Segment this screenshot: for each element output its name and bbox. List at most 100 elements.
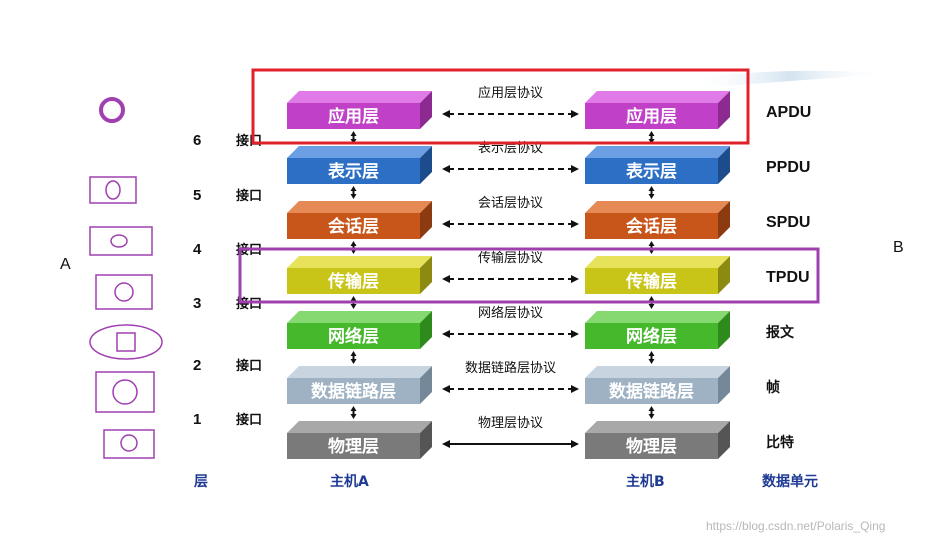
block-top-face xyxy=(585,91,730,103)
data-unit-label: SPDU xyxy=(766,214,810,231)
layer-name-label: 数据链路层 xyxy=(311,381,396,402)
block-top-face xyxy=(585,421,730,433)
pictogram-circle-icon xyxy=(114,282,134,302)
block-front-face xyxy=(287,158,420,184)
host-b-layer-block: 表示层 xyxy=(585,146,730,184)
host-b-layer-block: 数据链路层 xyxy=(585,366,730,404)
host-a-layer-block: 表示层 xyxy=(287,146,432,184)
block-side-face xyxy=(718,311,730,349)
layer-name-label: 物理层 xyxy=(626,436,677,457)
peer-protocol-arrow xyxy=(442,275,579,283)
host-a-layer-block: 会话层 xyxy=(287,201,432,239)
pictogram-ellipse-icon xyxy=(89,324,163,360)
block-front-face xyxy=(585,103,718,129)
block-top-face xyxy=(287,201,432,213)
block-side-face xyxy=(420,366,432,404)
protocol-label: 传输层协议 xyxy=(478,250,543,266)
pictogram-frame-icon xyxy=(89,226,153,256)
pictogram-frame-icon xyxy=(95,371,155,413)
block-front-face xyxy=(287,268,420,294)
layer-name-label: 传输层 xyxy=(327,271,379,292)
footer-host-a-label: 主机A xyxy=(330,473,369,490)
block-front-face xyxy=(585,378,718,404)
layer-name-label: 会话层 xyxy=(626,216,677,237)
host-a-layer-block: 应用层 xyxy=(287,91,432,129)
protocol-label: 会话层协议 xyxy=(478,196,543,211)
footer-layer-label: 层 xyxy=(194,474,208,490)
interface-label: 接口 xyxy=(236,296,262,312)
transport-layer-highlight xyxy=(238,247,820,304)
interface-number: 2 xyxy=(193,357,201,374)
block-front-face xyxy=(287,103,420,129)
layer-stacks: 应用层应用层应用层协议APDU表示层表示层表示层协议PPDU会话层会话层会话层协… xyxy=(287,85,811,459)
block-side-face xyxy=(420,201,432,239)
interface-number: 1 xyxy=(193,411,201,428)
peer-protocol-arrow xyxy=(442,385,579,393)
block-side-face xyxy=(718,256,730,294)
block-side-face xyxy=(718,91,730,129)
pictogram-ellipse-icon xyxy=(110,234,128,248)
data-unit-label: 帧 xyxy=(766,379,780,396)
interface-label: 接口 xyxy=(236,412,262,428)
vertical-arrow xyxy=(648,406,655,419)
peer-protocol-arrow xyxy=(442,330,579,338)
application-layer-highlight xyxy=(251,68,750,145)
vertical-arrow xyxy=(648,186,655,199)
block-top-face xyxy=(585,146,730,158)
layer-name-label: 网络层 xyxy=(626,326,677,347)
pictogram-frame-icon xyxy=(95,274,153,310)
protocol-label: 应用层协议 xyxy=(478,85,543,101)
layer-name-label: 应用层 xyxy=(328,106,379,127)
block-front-face xyxy=(585,213,718,239)
host-a-layer-block: 物理层 xyxy=(287,421,432,459)
block-top-face xyxy=(287,91,432,103)
interface-number: 6 xyxy=(193,132,201,149)
block-front-face xyxy=(287,433,420,459)
vertical-arrow xyxy=(648,351,655,364)
peer-protocol-arrow xyxy=(442,110,579,118)
protocol-label: 表示层协议 xyxy=(478,141,543,156)
host-b-layer-block: 物理层 xyxy=(585,421,730,459)
pictogram-frame-icon xyxy=(103,429,155,459)
pictogram-frame-icon xyxy=(89,176,137,204)
block-top-face xyxy=(585,311,730,323)
footer-host-b-label: 主机B xyxy=(626,473,665,490)
host-b-side-label: B xyxy=(893,239,904,256)
block-top-face xyxy=(585,201,730,213)
block-side-face xyxy=(718,421,730,459)
pictogram-column xyxy=(89,97,163,459)
pictogram-ellipse-icon xyxy=(105,180,121,200)
block-side-face xyxy=(420,256,432,294)
watermark: https://blog.csdn.net/Polaris_Qing xyxy=(706,519,885,533)
host-b-layer-block: 应用层 xyxy=(585,91,730,129)
pictogram-square-icon xyxy=(116,332,136,352)
data-unit-label: 比特 xyxy=(766,434,794,451)
pictogram-ring-icon xyxy=(99,97,125,123)
vertical-arrow xyxy=(350,186,357,199)
interface-label: 接口 xyxy=(236,133,262,149)
block-front-face xyxy=(585,433,718,459)
block-side-face xyxy=(718,146,730,184)
block-top-face xyxy=(287,311,432,323)
peer-protocol-arrow xyxy=(442,165,579,173)
layer-name-label: 表示层 xyxy=(626,161,677,182)
decorative-swoosh xyxy=(690,70,890,88)
protocol-label: 物理层协议 xyxy=(478,416,543,431)
pictogram-circle-icon xyxy=(112,379,138,405)
block-top-face xyxy=(585,256,730,268)
interface-number: 4 xyxy=(193,241,202,258)
footer-data-unit-label: 数据单元 xyxy=(762,473,818,490)
host-b-layer-block: 传输层 xyxy=(585,256,730,294)
vertical-arrow xyxy=(350,406,357,419)
interface-label: 接口 xyxy=(236,188,262,204)
data-unit-label: TPDU xyxy=(766,269,810,286)
host-a-layer-block: 网络层 xyxy=(287,311,432,349)
block-side-face xyxy=(420,146,432,184)
protocol-label: 数据链路层协议 xyxy=(465,360,556,376)
block-side-face xyxy=(718,201,730,239)
layer-name-label: 网络层 xyxy=(328,326,379,347)
block-front-face xyxy=(585,268,718,294)
pictogram-circle-icon xyxy=(120,434,138,452)
